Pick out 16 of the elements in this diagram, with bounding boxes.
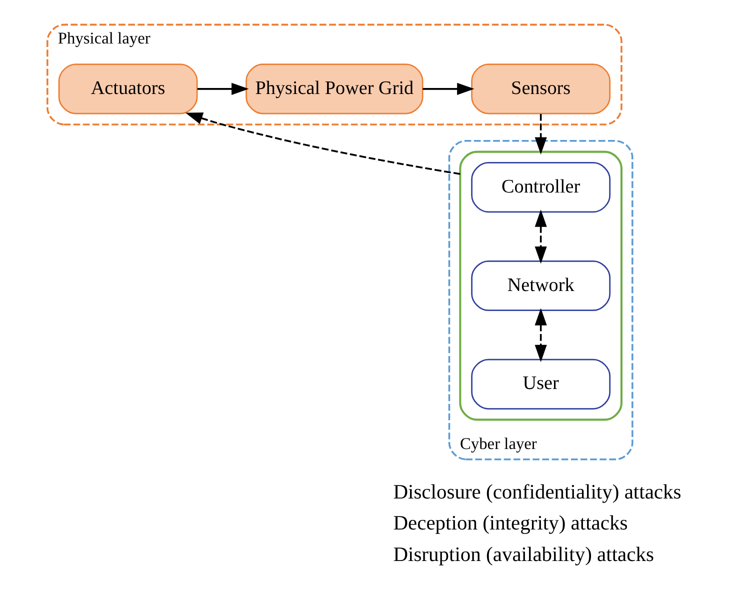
- label: Deception (integrity) attacks: [393, 512, 628, 535]
- arrow: [422, 82, 474, 95]
- arrow: [185, 112, 460, 175]
- node-box: Network: [471, 260, 611, 312]
- arrow: [534, 210, 547, 264]
- arrow: [197, 82, 249, 95]
- node-box: Sensors: [471, 64, 611, 114]
- arrow: [534, 308, 547, 362]
- node-box: Controller: [471, 162, 611, 213]
- cluster: [459, 150, 622, 421]
- arrow: [534, 114, 547, 154]
- label: Disruption (availability) attacks: [393, 544, 654, 566]
- node-box: Physical Power Grid: [246, 64, 424, 114]
- node-box: Actuators: [58, 64, 198, 114]
- label: Disclosure (confidentiality) attacks: [393, 481, 682, 504]
- node-box: User: [471, 358, 611, 410]
